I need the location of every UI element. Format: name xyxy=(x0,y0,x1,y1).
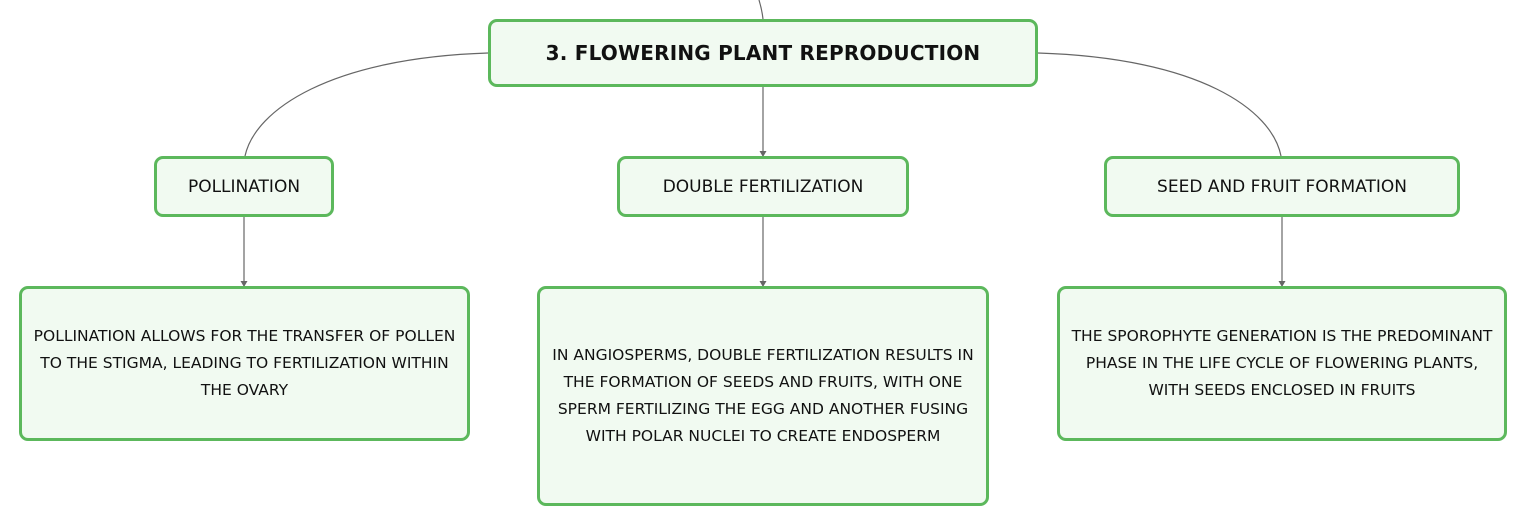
arrowhead-seed-fruit-detail xyxy=(1278,281,1286,287)
arrowhead-double-fertilization-detail xyxy=(759,281,767,287)
connector-incoming xyxy=(758,0,764,20)
detail-node-double-fertilization[interactable]: IN ANGIOSPERMS, DOUBLE FERTILIZATION RES… xyxy=(537,286,989,506)
root-node[interactable]: 3. FLOWERING PLANT REPRODUCTION xyxy=(488,19,1038,87)
branch-node-seed-fruit-formation[interactable]: SEED AND FRUIT FORMATION xyxy=(1104,156,1460,217)
detail-node-text: POLLINATION ALLOWS FOR THE TRANSFER OF P… xyxy=(33,327,456,399)
branch-node-label: POLLINATION xyxy=(187,176,301,197)
root-node-label: 3. FLOWERING PLANT REPRODUCTION xyxy=(545,41,981,65)
branch-node-pollination[interactable]: POLLINATION xyxy=(154,156,334,217)
branch-node-label: DOUBLE FERTILIZATION xyxy=(662,176,864,197)
detail-node-pollination[interactable]: POLLINATION ALLOWS FOR THE TRANSFER OF P… xyxy=(19,286,470,441)
branch-node-double-fertilization[interactable]: DOUBLE FERTILIZATION xyxy=(617,156,909,217)
arrowhead-double-fertilization xyxy=(759,151,767,157)
detail-node-text: THE SPOROPHYTE GENERATION IS THE PREDOMI… xyxy=(1071,327,1493,399)
detail-node-text: IN ANGIOSPERMS, DOUBLE FERTILIZATION RES… xyxy=(552,346,974,445)
connector-root-to-seed-fruit xyxy=(1037,52,1282,157)
detail-node-seed-fruit-formation[interactable]: THE SPOROPHYTE GENERATION IS THE PREDOMI… xyxy=(1057,286,1507,441)
connector-root-to-pollination xyxy=(244,52,489,157)
branch-node-label: SEED AND FRUIT FORMATION xyxy=(1157,176,1407,197)
arrowhead-pollination-detail xyxy=(240,281,248,287)
